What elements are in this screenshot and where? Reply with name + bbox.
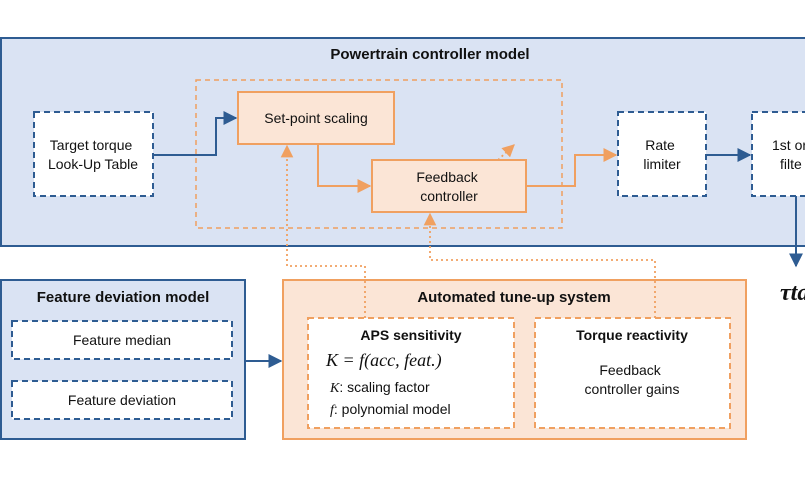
arrow-setpoint-to-feedback bbox=[317, 144, 372, 193]
rate-limiter-box bbox=[617, 111, 707, 197]
feature-deviation-box bbox=[11, 380, 233, 420]
rate-limiter-label: Rate limiter bbox=[643, 137, 681, 172]
target-torque-lut-box bbox=[33, 111, 154, 197]
tuneup-title: Automated tune-up system bbox=[417, 289, 610, 306]
torque-reactivity-title: Torque reactivity bbox=[576, 327, 688, 343]
aps-sensitivity-title: APS sensitivity bbox=[360, 327, 461, 343]
feature-median-label: Feature median bbox=[73, 332, 171, 348]
feature-deviation-label: Feature deviation bbox=[68, 392, 176, 408]
feedback-controller-box bbox=[371, 159, 527, 213]
output-torque-symbol: τta bbox=[780, 280, 805, 306]
k-definition: K: scaling factor bbox=[329, 379, 430, 396]
setpoint-scaling-box bbox=[237, 91, 395, 145]
feature-model-title: Feature deviation model bbox=[37, 289, 210, 306]
dotted-torque-to-feedback bbox=[423, 212, 656, 318]
aps-equation: K = f(acc, feat.) bbox=[325, 350, 442, 371]
powertrain-title: Powertrain controller model bbox=[330, 46, 529, 63]
first-order-filter-box bbox=[751, 111, 805, 197]
dotted-aps-to-setpoint bbox=[280, 144, 366, 318]
setpoint-scaling-label: Set-point scaling bbox=[264, 110, 368, 126]
dotted-feedback-gain-diag bbox=[497, 144, 515, 161]
target-torque-lut-label: Target torque Look-Up Table bbox=[48, 137, 138, 172]
feedback-controller-label: Feedback controller bbox=[416, 169, 481, 204]
arrow-lut-to-setpoint bbox=[153, 111, 238, 156]
first-order-filter-label: 1st ord filte bbox=[772, 137, 805, 172]
torque-reactivity-box bbox=[534, 317, 731, 429]
feature-median-box bbox=[11, 320, 233, 360]
torque-reactivity-desc: Feedback controller gains bbox=[585, 362, 680, 397]
f-definition: f: polynomial model bbox=[330, 401, 451, 418]
arrow-feedback-to-rate bbox=[526, 148, 618, 187]
aps-sensitivity-box bbox=[307, 317, 515, 429]
